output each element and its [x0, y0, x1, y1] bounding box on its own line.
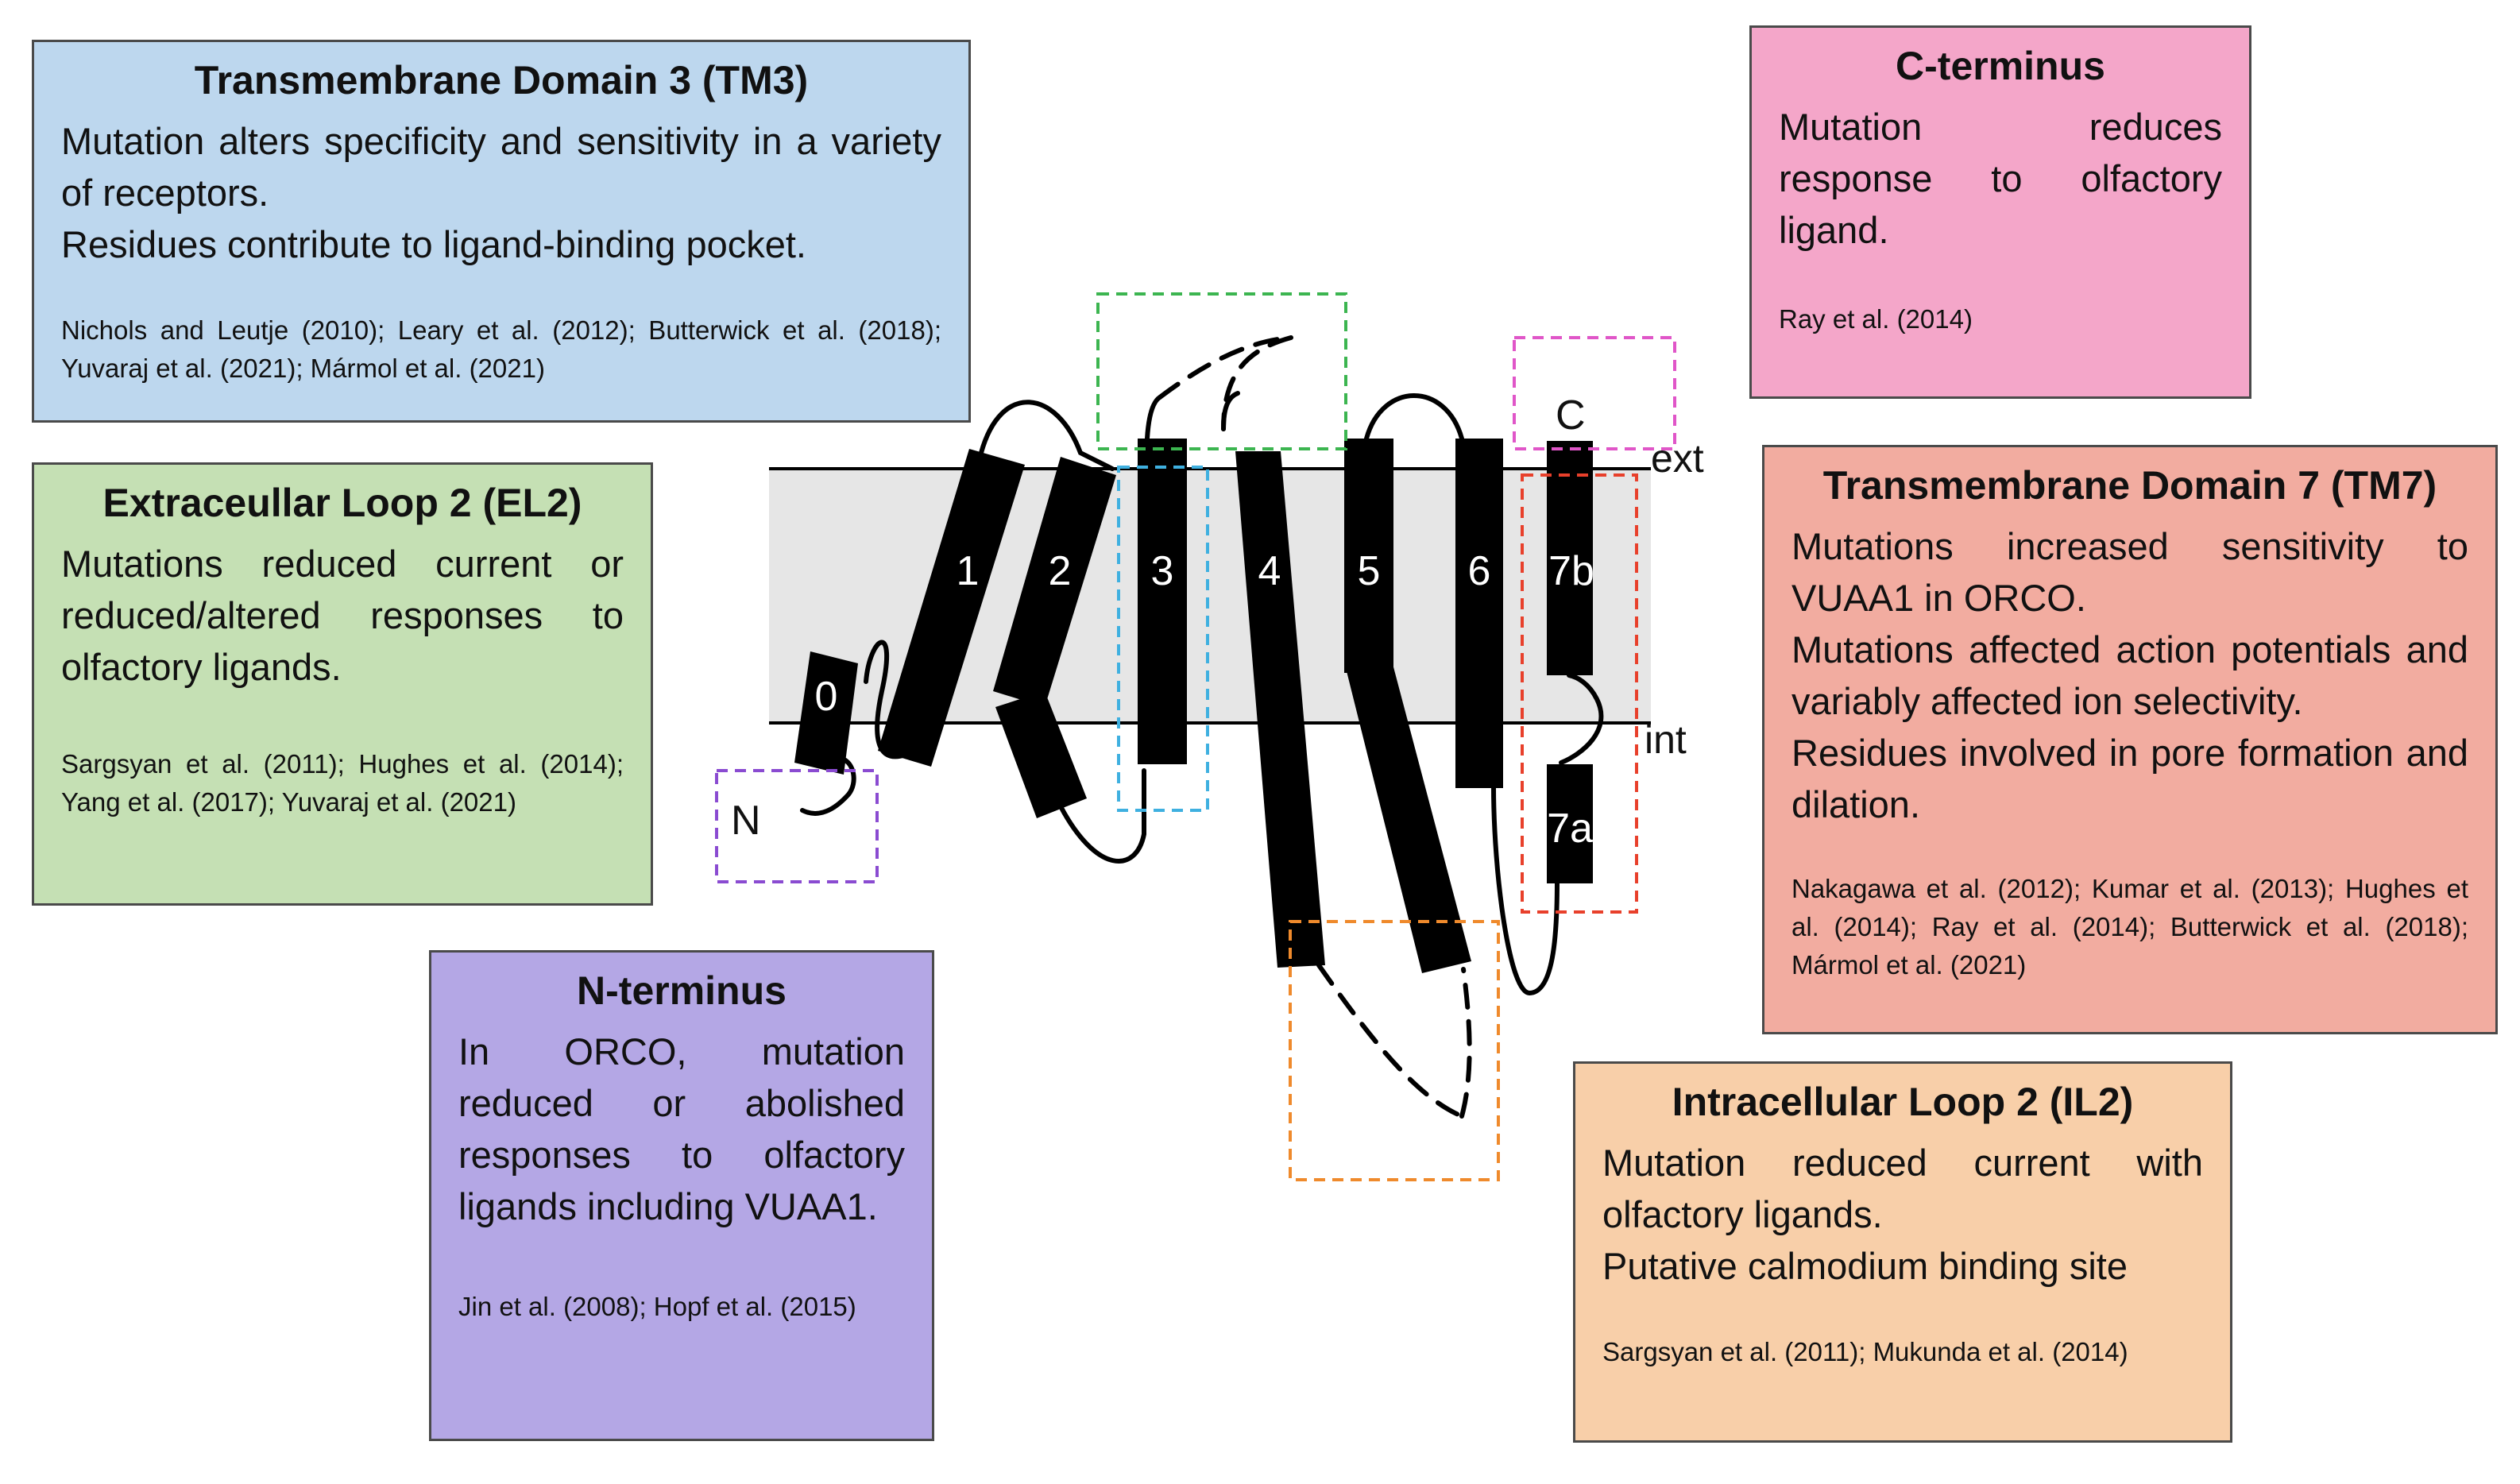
el2-dashed-loop — [1158, 335, 1293, 431]
tm3-title: Transmembrane Domain 3 (TM3) — [194, 58, 809, 102]
tm3-highlight-box — [1117, 466, 1209, 812]
tm7-info-box: Transmembrane Domain 7 (TM7) Mutations i… — [1762, 445, 2498, 1034]
helix-3 — [1138, 439, 1187, 764]
il2-line-1: Mutation reduced current with olfactory … — [1602, 1142, 2203, 1235]
loop-connectors — [800, 391, 1604, 996]
helix-1 — [878, 449, 1025, 767]
tm7-highlight-box — [1521, 473, 1638, 914]
helix-2-lower — [995, 691, 1087, 818]
loop-5-6-ext — [1364, 393, 1464, 441]
helix-label-6: 6 — [1468, 548, 1491, 594]
helix-4 — [1235, 451, 1325, 968]
tm7-line-1: Mutations increased sensitivity to VUAA1… — [1791, 525, 2468, 619]
tm3-line-2: Residues contribute to ligand-binding po… — [61, 223, 806, 265]
tm3-info-box: Transmembrane Domain 3 (TM3) Mutation al… — [32, 40, 971, 423]
cterm-line-1: Mutation reduces response to olfactory l… — [1779, 106, 2222, 251]
helix-label-7b: 7b — [1548, 548, 1594, 594]
helix-label-1: 1 — [957, 548, 980, 594]
tm7-title: Transmembrane Domain 7 (TM7) — [1822, 463, 2437, 508]
helix-2 — [993, 457, 1116, 707]
loop-2-3-int — [1058, 768, 1146, 864]
il2-dashed-loop — [1316, 963, 1472, 1119]
el2-title: Extraceullar Loop 2 (EL2) — [102, 481, 582, 525]
helix-7b — [1547, 441, 1593, 675]
helix-6 — [1455, 439, 1503, 788]
helix-label-4: 4 — [1258, 548, 1281, 594]
helix-label-3: 3 — [1151, 548, 1174, 594]
cterm-info-box: C-terminus Mutation reduces response to … — [1749, 25, 2251, 399]
c-terminus-label: C — [1556, 392, 1586, 439]
helix-label-5: 5 — [1358, 548, 1381, 594]
helices — [794, 439, 1593, 973]
helix-labels: 0 1 2 3 4 5 6 7b 7a — [815, 548, 1594, 852]
cterm-references: Ray et al. (2014) — [1779, 304, 1973, 334]
il2-title: Intracellular Loop 2 (IL2) — [1672, 1080, 2134, 1124]
nterm-references: Jin et al. (2008); Hopf et al. (2015) — [458, 1292, 856, 1321]
cterm-highlight-box — [1513, 336, 1676, 450]
el2-line-1: Mutations reduced current or reduced/alt… — [61, 543, 624, 688]
tm3-references: Nichols and Leutje (2010); Leary et al. … — [61, 315, 941, 383]
tm3-line-1: Mutation alters specificity and sensitiv… — [61, 120, 941, 214]
il2-line-2: Putative calmodium binding site — [1602, 1245, 2128, 1287]
loop-7a-7b — [1559, 673, 1604, 765]
loop-1-2-ext — [979, 400, 1115, 471]
il2-highlight-box — [1289, 920, 1500, 1181]
il2-references: Sargsyan et al. (2011); Mukunda et al. (… — [1602, 1337, 2128, 1366]
helix-5 — [1344, 439, 1393, 673]
helix-label-7a: 7a — [1547, 806, 1593, 852]
el2-info-box: Extraceullar Loop 2 (EL2) Mutations redu… — [32, 462, 653, 906]
highlight-boxes — [715, 292, 1676, 1181]
helix-0 — [794, 651, 858, 775]
helix-7a — [1547, 764, 1593, 883]
n-term-tail — [800, 756, 856, 816]
loop-6-7a — [1491, 784, 1560, 996]
helix-label-0: 0 — [815, 674, 838, 720]
ext-label: ext — [1651, 436, 1704, 481]
helix-5-lower — [1347, 661, 1471, 973]
nterm-highlight-box — [715, 769, 879, 883]
nterm-line-1: In ORCO, mutation reduced or abolished r… — [458, 1030, 905, 1227]
tm7-line-2: Mutations affected action potentials and… — [1791, 628, 2468, 722]
loop-3-4-ext-a — [1145, 395, 1162, 441]
n-terminus-label: N — [731, 798, 761, 844]
tm7-line-3: Residues involved in pore formation and … — [1791, 732, 2468, 825]
il2-info-box: Intracellular Loop 2 (IL2) Mutation redu… — [1573, 1061, 2232, 1443]
loop-0-1 — [864, 640, 908, 759]
tm7-references: Nakagawa et al. (2012); Kumar et al. (20… — [1791, 874, 2468, 980]
helix-label-2: 2 — [1049, 548, 1072, 594]
nterm-info-box: N-terminus In ORCO, mutation reduced or … — [429, 950, 934, 1441]
int-label: int — [1645, 717, 1687, 762]
nterm-title: N-terminus — [577, 968, 787, 1013]
cterm-title: C-terminus — [1896, 44, 2105, 88]
el2-references: Sargsyan et al. (2011); Hughes et al. (2… — [61, 749, 624, 817]
